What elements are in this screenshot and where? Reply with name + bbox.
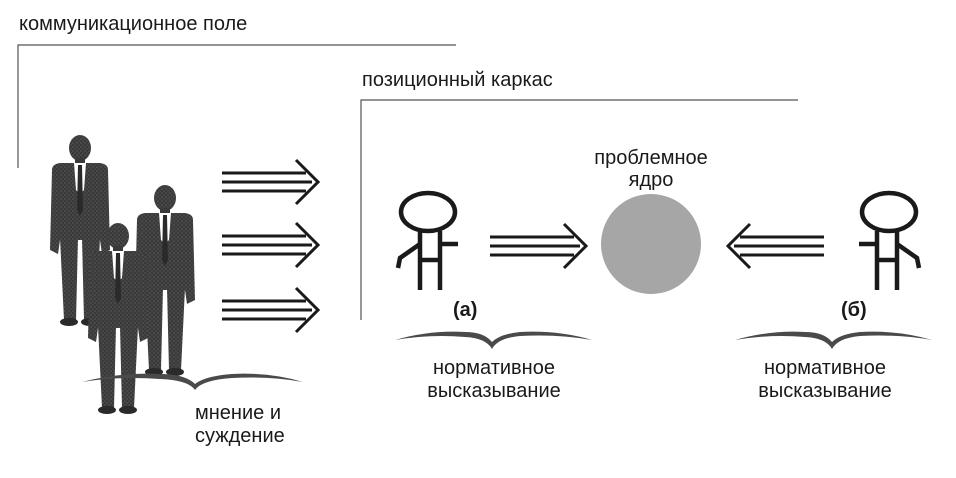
normative-statement-b-line2: высказывание [758,380,892,402]
problem-core-label-line1: проблемное [594,147,708,169]
marker-b: (б) [841,299,867,321]
positional-frame [360,99,798,320]
stick-figure-icon [398,193,458,290]
communication-field-label: коммуникационное поле [19,13,248,35]
positional-frame-label: позиционный каркас [362,69,553,91]
curly-brace-icon [735,331,932,349]
triple-arrow-icon [220,158,320,334]
curly-brace-icon [395,331,592,349]
curly-brace-icon [82,373,303,390]
problem-core-label-line2: ядро [628,169,674,191]
normative-statement-a-line2: высказывание [427,380,561,402]
opinion-label-line1: мнение и [195,402,281,424]
businessmen-group-icon [50,135,195,414]
normative-statement-b-line1: нормативное [764,357,886,379]
stick-figure-icon [859,193,919,290]
communication-field-frame [17,44,456,168]
normative-statement-a-line1: нормативное [433,357,555,379]
triple-arrow-icon [726,222,826,270]
opinion-label-line2: суждение [195,425,285,447]
marker-a: (а) [453,299,478,321]
problem-core-circle [601,194,701,294]
triple-arrow-icon [488,222,588,270]
